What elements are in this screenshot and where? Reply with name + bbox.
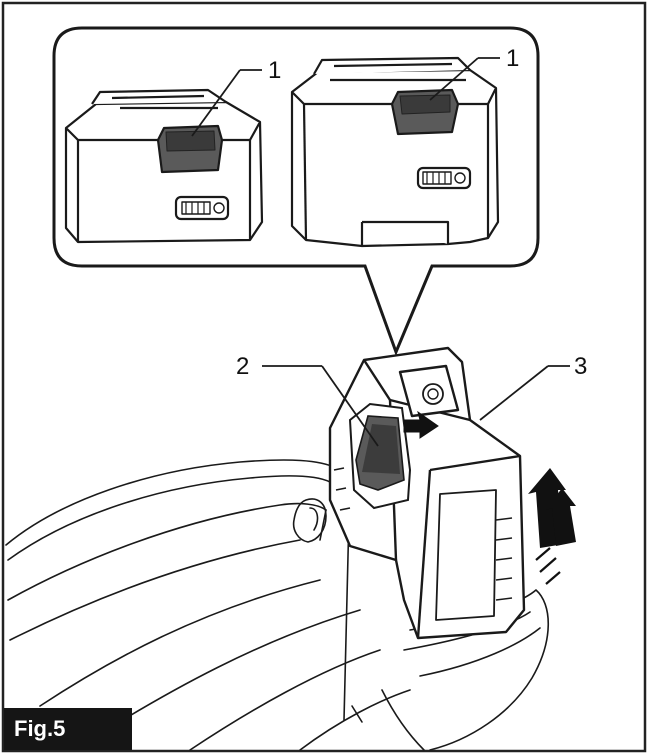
callout-3: 3 xyxy=(574,353,587,380)
callout-1-large: 1 xyxy=(506,45,519,72)
leader-line-small-battery xyxy=(191,69,241,137)
callout-1-small: 1 xyxy=(268,57,281,84)
leader-line-lock-button xyxy=(321,365,379,447)
figure-label: Fig.5 xyxy=(4,708,132,750)
tool-body xyxy=(5,459,550,751)
slide-up-arrow-icon xyxy=(528,468,576,585)
inserted-battery-lock-button xyxy=(348,402,412,510)
leader-line-battery xyxy=(479,365,549,421)
callout-2: 2 xyxy=(236,353,249,380)
leader-line-large-battery xyxy=(429,57,479,101)
small-battery xyxy=(64,88,264,244)
push-arrow-icon xyxy=(403,410,439,439)
large-battery xyxy=(290,56,500,248)
